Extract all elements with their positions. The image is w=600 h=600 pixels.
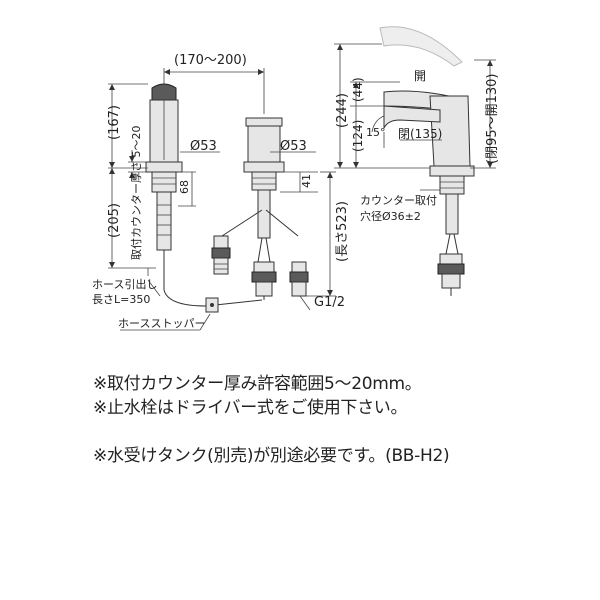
- dim-hose-stopper: ホースストッパー: [118, 317, 205, 330]
- lever-open-position: [379, 26, 463, 67]
- note-counter-thickness: ※取付カウンター厚み許容範囲5～20mm。: [93, 374, 422, 394]
- dim-h44: (44): [351, 77, 365, 102]
- fitting-middle: [251, 261, 277, 300]
- fitting-right: [289, 261, 309, 297]
- dim-thickness: 取付カウンター厚さ 5～20: [130, 126, 143, 261]
- middle-unit-body: [247, 125, 281, 163]
- dim-hole-diameter: 穴径Ø36±2: [360, 209, 421, 223]
- dim-d53-right: Ø53: [280, 139, 307, 154]
- right-unit: [371, 26, 475, 296]
- dim-thread: G1/2: [314, 295, 345, 310]
- dim-length523: (長さ523): [335, 201, 350, 262]
- dimension-lines: [108, 43, 496, 331]
- dim-d53-left: Ø53: [190, 139, 217, 154]
- note-water-tank: ※水受けタンク(別売)が別途必要です。(BB-H2): [93, 446, 450, 466]
- left-unit-shank: [156, 191, 172, 251]
- notes-section: ※取付カウンター厚み許容範囲5～20mm。 ※止水栓はドライバー式をご使用下さい…: [93, 372, 593, 468]
- dim-open-range: (閉95～開130): [485, 74, 500, 165]
- left-unit-base: [145, 161, 183, 173]
- faucet-dimension-drawing: (170～200) (167) 取付カウンター厚さ 5～20 Ø53 Ø53 6…: [92, 26, 500, 331]
- dim-h205: (205): [107, 203, 122, 238]
- dim-deg15: 15°: [366, 126, 386, 139]
- dim-h244: (244): [335, 93, 350, 128]
- left-unit: [145, 83, 183, 290]
- dim-width-range: (170～200): [174, 53, 247, 68]
- dim-open-top: 開: [414, 69, 426, 83]
- fitting-left: [211, 235, 231, 275]
- dim-h41: 41: [300, 174, 313, 188]
- dim-h167: (167): [107, 105, 122, 140]
- dim-h68: 68: [178, 180, 191, 194]
- note-stop-valve: ※止水栓はドライバー式をご使用下さい。: [93, 398, 408, 418]
- dim-close135: 閉(135): [398, 127, 442, 141]
- dim-counter-hole: カウンター取付: [360, 194, 437, 207]
- middle-unit: [221, 117, 299, 263]
- dim-hose-length-1: ホース引出し: [92, 277, 157, 291]
- left-unit-nut: [151, 171, 177, 193]
- middle-unit-cap: [245, 117, 283, 127]
- dim-hose-length-2: 長さL=350: [92, 293, 150, 306]
- left-unit-cap: [151, 83, 177, 101]
- dim-h124: (124): [351, 120, 365, 152]
- right-unit-spout: [383, 105, 441, 129]
